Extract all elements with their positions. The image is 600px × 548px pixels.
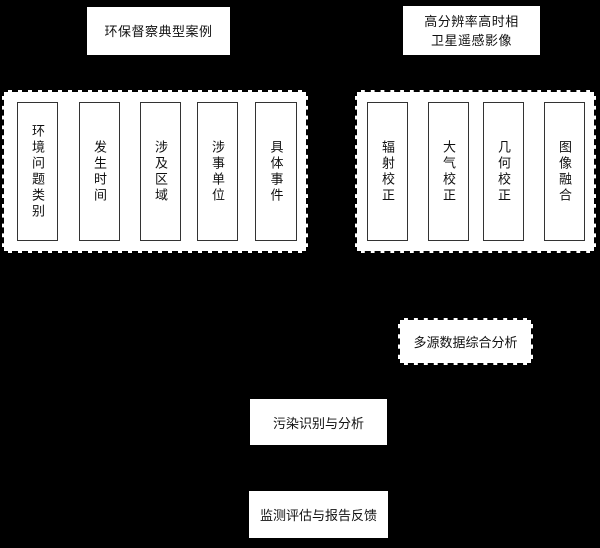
case-attribute-box-involved-region: 涉及区域 bbox=[140, 102, 181, 241]
satellite-source-label-line1: 高分辨率高时相 bbox=[424, 13, 519, 29]
case-attribute-label: 具体事件 bbox=[268, 139, 284, 204]
pollution-identification-box: 污染识别与分析 bbox=[250, 399, 387, 445]
case-attribute-label: 涉及区域 bbox=[153, 139, 168, 204]
case-attribute-label: 涉事单位 bbox=[210, 139, 225, 204]
case-attribute-label: 发生时间 bbox=[92, 139, 107, 204]
satellite-source-label-line2: 卫星遥感影像 bbox=[430, 32, 512, 48]
multisource-analysis-label: 多源数据综合分析 bbox=[413, 335, 518, 350]
preprocess-label: 图像融合 bbox=[557, 139, 572, 204]
preprocess-label: 辐射校正 bbox=[380, 139, 395, 204]
multisource-analysis-box: 多源数据综合分析 bbox=[398, 318, 533, 365]
pollution-identification-label: 污染识别与分析 bbox=[272, 415, 364, 431]
preprocess-label: 几何校正 bbox=[496, 139, 511, 204]
case-attributes-panel: 环境问题类别 发生时间 涉及区域 涉事单位 具体事件 bbox=[2, 90, 308, 253]
monitoring-feedback-label: 监测评估与报告反馈 bbox=[259, 508, 377, 523]
satellite-source-box: 高分辨率高时相 卫星遥感影像 bbox=[403, 6, 540, 55]
case-attribute-box-involved-unit: 涉事单位 bbox=[197, 102, 238, 241]
case-source-label: 环保督察典型案例 bbox=[104, 23, 213, 39]
case-attribute-box-specific-event: 具体事件 bbox=[255, 102, 297, 241]
monitoring-feedback-box: 监测评估与报告反馈 bbox=[249, 491, 388, 538]
case-attribute-box-occurrence-time: 发生时间 bbox=[79, 102, 120, 241]
case-source-box: 环保督察典型案例 bbox=[87, 7, 230, 55]
image-preprocessing-panel: 辐射校正 大气校正 几何校正 图像融合 bbox=[355, 90, 596, 253]
preprocess-label: 大气校正 bbox=[441, 139, 456, 204]
preprocess-box-image-fusion: 图像融合 bbox=[544, 102, 585, 241]
case-attribute-label: 环境问题类别 bbox=[30, 123, 45, 220]
preprocess-box-geometric-correction: 几何校正 bbox=[483, 102, 524, 241]
preprocess-box-atmospheric-correction: 大气校正 bbox=[428, 102, 469, 241]
preprocess-box-radiometric-correction: 辐射校正 bbox=[367, 102, 408, 241]
case-attribute-box-problem-type: 环境问题类别 bbox=[17, 102, 58, 241]
